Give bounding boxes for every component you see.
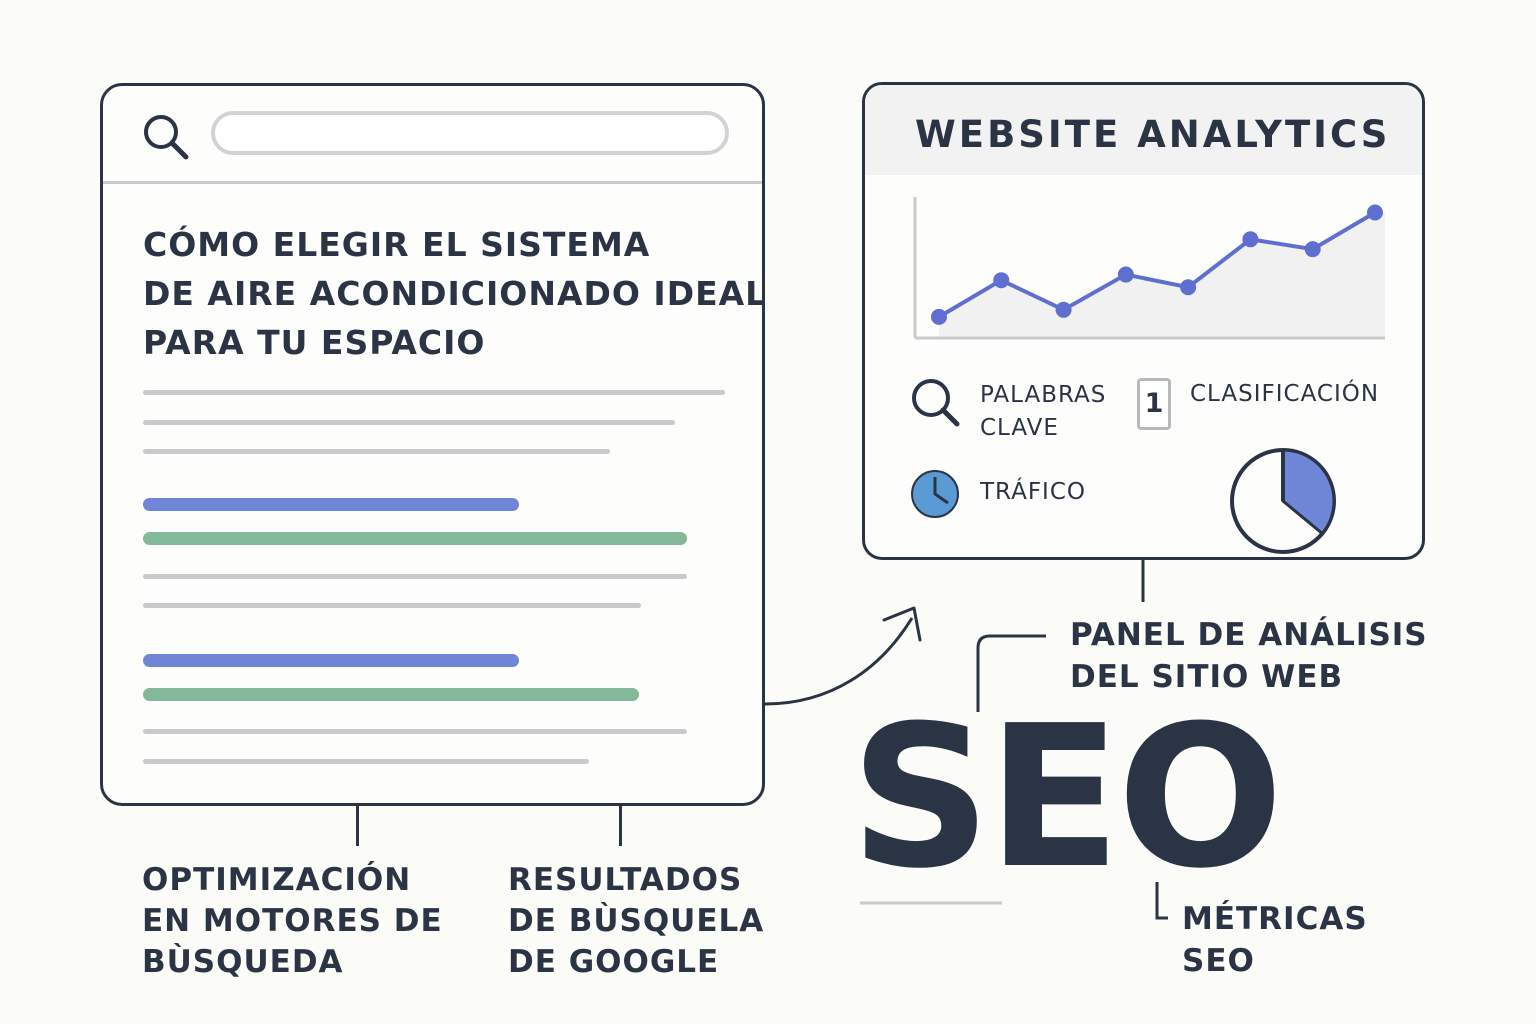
chart-point-3 — [1055, 301, 1072, 318]
chart-point-2 — [993, 272, 1010, 289]
caption-google-results: RESULTADOS DE BÙSQUELA DE GOOGLE — [508, 860, 764, 983]
pie-slice — [1281, 448, 1336, 536]
chart-point-1 — [931, 308, 947, 325]
caption-analytics-panel-line-1: PANEL DE ANÁLISIS — [1070, 617, 1428, 653]
analytics-header — [865, 85, 1422, 175]
chart-point-7 — [1304, 241, 1321, 258]
tick-optimization — [356, 806, 359, 846]
article-title-line-2: DE AIRE ACONDICIONADO IDEAL — [143, 274, 765, 313]
text-placeholder-line — [143, 759, 589, 764]
traffic-line-chart — [913, 197, 1385, 340]
search-results-panel: CÓMO ELEGIR EL SISTEMA DE AIRE ACONDICIO… — [100, 83, 765, 806]
chart-point-4 — [1117, 266, 1134, 283]
keywords-label: PALABRAS CLAVE — [980, 379, 1106, 445]
keywords-label-line-1: PALABRAS — [980, 382, 1107, 408]
caption-seo-metrics-line-2: SEO — [1182, 943, 1255, 979]
chart-point-8 — [1367, 204, 1383, 221]
caption-seo-optimization-line-1: OPTIMIZACIÓN — [142, 862, 412, 898]
article-title-line-3: PARA TU ESPACIO — [143, 323, 486, 362]
keywords-label-line-2: CLAVE — [980, 415, 1059, 441]
caption-google-results-line-1: RESULTADOS — [508, 862, 743, 898]
ranking-label: CLASIFICACIÓN — [1190, 381, 1380, 407]
caption-seo-metrics-line-1: MÉTRICAS — [1182, 901, 1368, 937]
chart-point-6 — [1242, 231, 1259, 248]
analytics-title: WEBSITE ANALYTICS — [915, 113, 1391, 156]
article-title: CÓMO ELEGIR EL SISTEMA DE AIRE ACONDICIO… — [143, 220, 765, 367]
rank-badge: 1 — [1137, 378, 1171, 430]
caption-seo-optimization-line-2: EN MOTORES DE — [142, 903, 443, 939]
result-link-line[interactable] — [143, 498, 519, 511]
article-title-line-1: CÓMO ELEGIR EL SISTEMA — [143, 225, 651, 264]
text-placeholder-line — [143, 420, 675, 425]
caption-google-results-line-2: DE BÙSQUELA — [508, 903, 765, 939]
result-url-line — [143, 532, 687, 545]
search-input[interactable] — [211, 111, 729, 155]
traffic-pie-icon — [911, 470, 959, 518]
text-placeholder-line — [143, 390, 725, 395]
caption-seo-optimization: OPTIMIZACIÓN EN MOTORES DE BÙSQUEDA — [142, 860, 443, 983]
seo-heading: SEO — [850, 684, 1284, 912]
result-url-line — [143, 688, 639, 701]
caption-seo-metrics: MÉTRICAS SEO — [1182, 898, 1368, 982]
search-icon[interactable] — [141, 112, 193, 164]
caption-analytics-panel: PANEL DE ANÁLISIS DEL SITIO WEB — [1070, 614, 1428, 698]
analytics-panel: WEBSITE ANALYTICS PALABRAS CLAVE 1 CLASI… — [862, 82, 1425, 560]
search-bar-divider — [103, 181, 762, 184]
keywords-search-icon — [912, 379, 960, 427]
chart-point-5 — [1180, 279, 1197, 296]
tick-google-results — [619, 806, 622, 846]
caption-analytics-panel-line-2: DEL SITIO WEB — [1070, 659, 1344, 695]
text-placeholder-line — [143, 603, 641, 608]
result-link-line[interactable] — [143, 654, 519, 667]
text-placeholder-line — [143, 574, 687, 579]
caption-seo-optimization-line-3: BÙSQUEDA — [142, 944, 344, 980]
chart-series-line — [937, 210, 1377, 319]
text-placeholder-line — [143, 729, 687, 734]
caption-google-results-line-3: DE GOOGLE — [508, 944, 720, 980]
text-placeholder-line — [143, 449, 610, 454]
pie-chart-icon — [1230, 448, 1336, 554]
traffic-label: TRÁFICO — [980, 479, 1087, 505]
